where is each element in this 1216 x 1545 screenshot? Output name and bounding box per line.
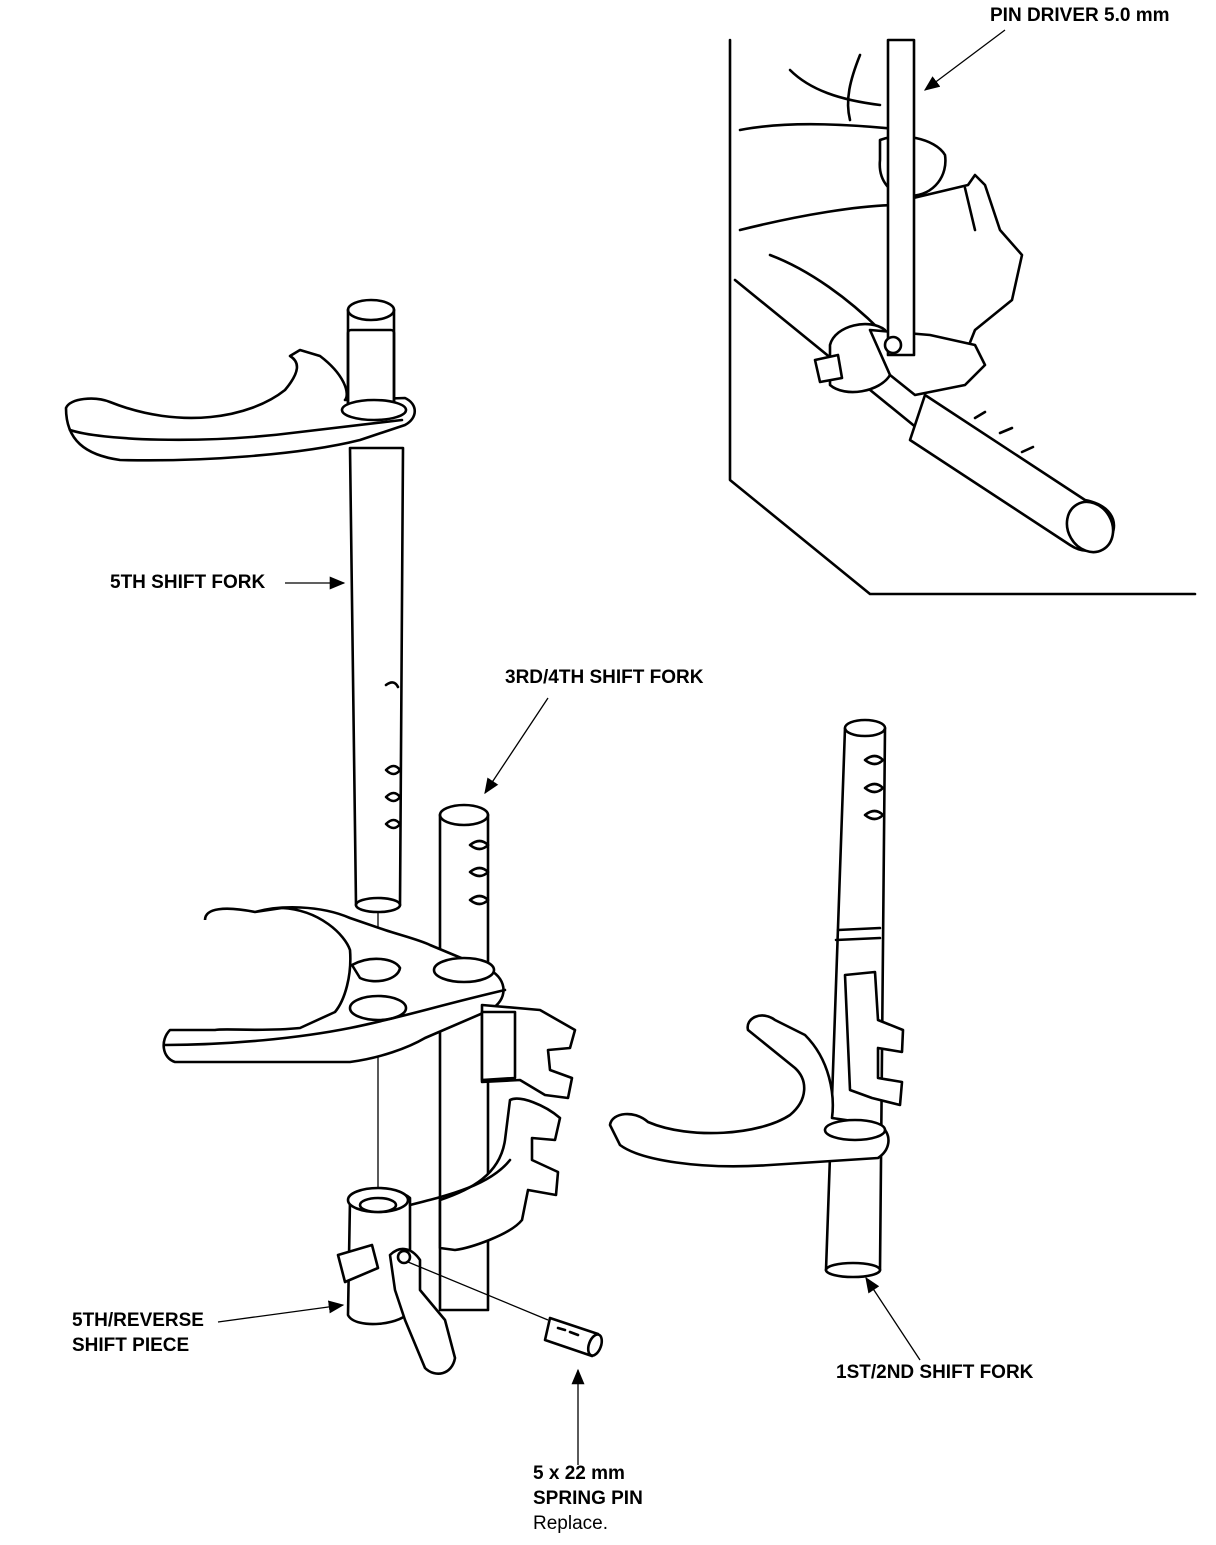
spring-pin-note-label: Replace. xyxy=(533,1513,608,1534)
fifth-shift-fork-label: 5TH SHIFT FORK xyxy=(110,572,266,593)
first-second-shift-fork-label: 1ST/2ND SHIFT FORK xyxy=(836,1362,1034,1383)
spring-pin-part xyxy=(407,1261,604,1358)
leader-lines xyxy=(217,29,1006,1465)
third-fourth-shift-fork-label: 3RD/4TH SHIFT FORK xyxy=(505,667,704,688)
spring-pin-name-label: SPRING PIN xyxy=(533,1488,643,1509)
fifth-shift-fork-part xyxy=(64,298,417,1205)
first-second-shift-fork-part xyxy=(608,718,905,1279)
fifth-reverse-label-line2: SHIFT PIECE xyxy=(72,1335,190,1356)
spring-pin-size-label: 5 x 22 mm xyxy=(533,1463,625,1484)
fifth-reverse-label-line1: 5TH/REVERSE xyxy=(72,1310,204,1331)
inset-detail xyxy=(728,38,1197,596)
pin-driver-label: PIN DRIVER 5.0 mm xyxy=(990,5,1170,26)
third-fourth-shift-fork-part xyxy=(162,803,577,1376)
